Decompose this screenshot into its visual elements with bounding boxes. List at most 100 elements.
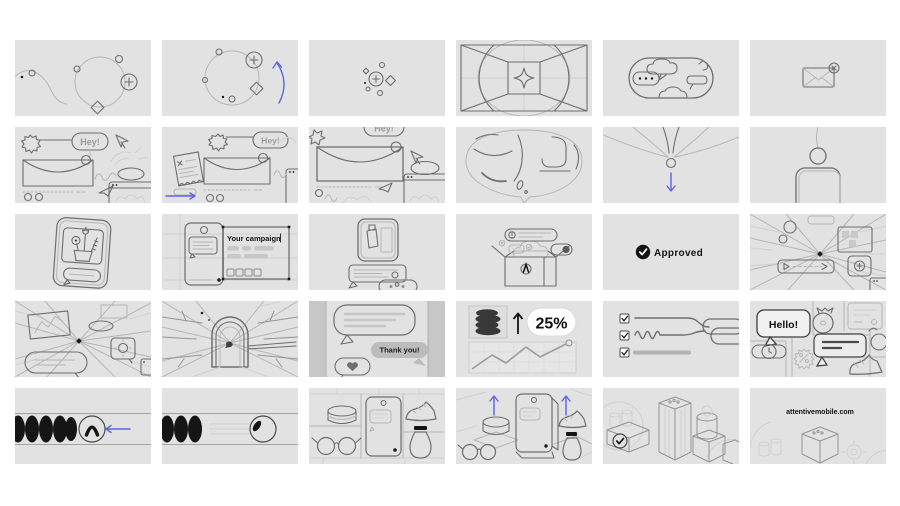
building-icon [801, 426, 839, 464]
sun-tile-icon [110, 337, 136, 364]
campaign-editor-illustration: Your campaign [162, 214, 298, 290]
product-message-illustration [348, 218, 418, 290]
message-bubble-icon [813, 333, 867, 367]
envelope-icon [802, 67, 835, 88]
hello-text: Hello! [769, 319, 798, 331]
frame-r3c4-unboxing [456, 214, 592, 290]
speech-pill-icon: Hey! [71, 132, 109, 151]
hey-text: Hey! [374, 127, 394, 134]
flower-bouquet-icon [71, 226, 99, 263]
frame-r1c5-capsule-bubbles [603, 40, 739, 116]
blob-stack-icon [468, 305, 508, 339]
frame-r3c1-phone-flowers [15, 214, 151, 290]
envelope-closeup-illustration: Hey! [309, 127, 445, 203]
line-chart-icon [468, 339, 577, 374]
text-cursor [280, 233, 281, 243]
cursor-icon [115, 134, 129, 149]
orbit-illustration [201, 48, 285, 106]
frame-r2c5-drop-release [603, 127, 739, 203]
brand-a-logo-icon [78, 415, 106, 443]
blue-arrow-right-icon [165, 192, 196, 200]
capsule-illustration [628, 57, 714, 99]
tunnel-door-illustration [162, 301, 298, 377]
motion-path-illustration [15, 54, 138, 115]
outro-url-text: attentivemobile.com [786, 409, 854, 416]
speech-bubble-icon [333, 304, 416, 345]
phone-flowers-illustration [52, 217, 112, 289]
up-arrow-icon [512, 312, 524, 334]
four-point-star-icon [513, 67, 535, 89]
isometric-city-illustration [603, 396, 739, 464]
hello-bubble: Hello! [756, 309, 811, 347]
circle-marker-icon [249, 415, 277, 443]
ellipse-icon [117, 167, 145, 181]
speech-pill-icon [63, 267, 102, 286]
stat-pill: 25% [526, 307, 577, 337]
envelope-icon [22, 154, 94, 187]
phone-catch-illustration [795, 127, 841, 203]
message-bubble-icon [188, 236, 218, 259]
receipt-icon [847, 302, 883, 330]
campaign-title: Your campaign [227, 234, 281, 243]
phone-icon [795, 167, 841, 203]
check-badge-icon [635, 244, 651, 260]
diamond-node-icon [90, 100, 105, 115]
path-curve [15, 70, 68, 105]
circle-node-icon [809, 147, 827, 165]
stats-lift-illustration: 25% [468, 305, 577, 374]
frame-r1c1-motion-path-start [15, 40, 151, 116]
frame-r2c4-abstract-closeup [456, 127, 592, 203]
checkbox-checked-icon [619, 313, 630, 358]
glasses-icon [457, 443, 497, 461]
toolbar-squares [226, 268, 262, 277]
window-icon [140, 358, 151, 376]
frame-r5c1-loading-logo [15, 388, 151, 464]
tag-pills [227, 246, 274, 259]
blue-curved-arrow-icon [272, 61, 285, 104]
window-icon [869, 277, 886, 290]
thank-you-text: Thank you! [379, 346, 419, 355]
frame-r2c2-desktop-hey-2: Hey! [162, 127, 298, 203]
frame-r5c3-product-grid-flat [309, 388, 445, 464]
cylinder-icon [758, 438, 782, 457]
loading-marker-illustration [162, 413, 298, 445]
blue-arrow-down-icon [666, 172, 676, 192]
toggle-on-icon [550, 243, 573, 256]
frame-r4c3-chat-thanks: Thank you! [309, 301, 445, 377]
cylinder-icon [696, 405, 718, 440]
hey-text: Hey! [80, 137, 100, 147]
frame-r4c5-checklist [603, 301, 739, 377]
speech-pill-icon: Hey! [363, 127, 405, 137]
card-stack-icon [702, 318, 739, 345]
frame-r4c2-tunnel-door [162, 301, 298, 377]
frame-r3c5-approved: Approved [603, 214, 739, 290]
envelope-icon [203, 152, 271, 185]
hello-collage-illustration: Hello! [750, 301, 886, 377]
frame-r1c6-envelope-dismiss [750, 40, 886, 116]
hey-scene-2-illustration: Hey! [165, 131, 298, 203]
tunnel-cards-illustration [15, 301, 151, 377]
approved-illustration: Approved [635, 244, 703, 260]
plus-circle-icon [120, 73, 138, 91]
starburst-icon [207, 133, 229, 152]
browser-window-icon [285, 168, 298, 203]
bird-icon [225, 341, 233, 348]
gear-icon [701, 405, 713, 417]
chat-thanks-illustration: Thank you! [309, 301, 445, 377]
jar-icon [562, 432, 582, 461]
frame-r2c1-desktop-hey: Hey! [15, 127, 151, 203]
balloon-closeup-illustration [465, 129, 583, 203]
speech-bubble-icon [24, 351, 88, 377]
frame-r3c6-tunnel-ui [750, 214, 886, 290]
glasses-icon [311, 436, 362, 456]
sneaker-icon [558, 410, 587, 429]
chart-card-icon [27, 310, 71, 340]
balloon-outline [465, 129, 583, 203]
circle-node-icon [665, 157, 677, 169]
drop-release-illustration [603, 127, 739, 192]
sneaker-icon [405, 401, 437, 422]
brand-a-logo-icon [520, 261, 532, 275]
phone-icon [184, 222, 224, 286]
heel-shoe-icon [849, 354, 883, 375]
envelope-illustration [802, 62, 840, 88]
